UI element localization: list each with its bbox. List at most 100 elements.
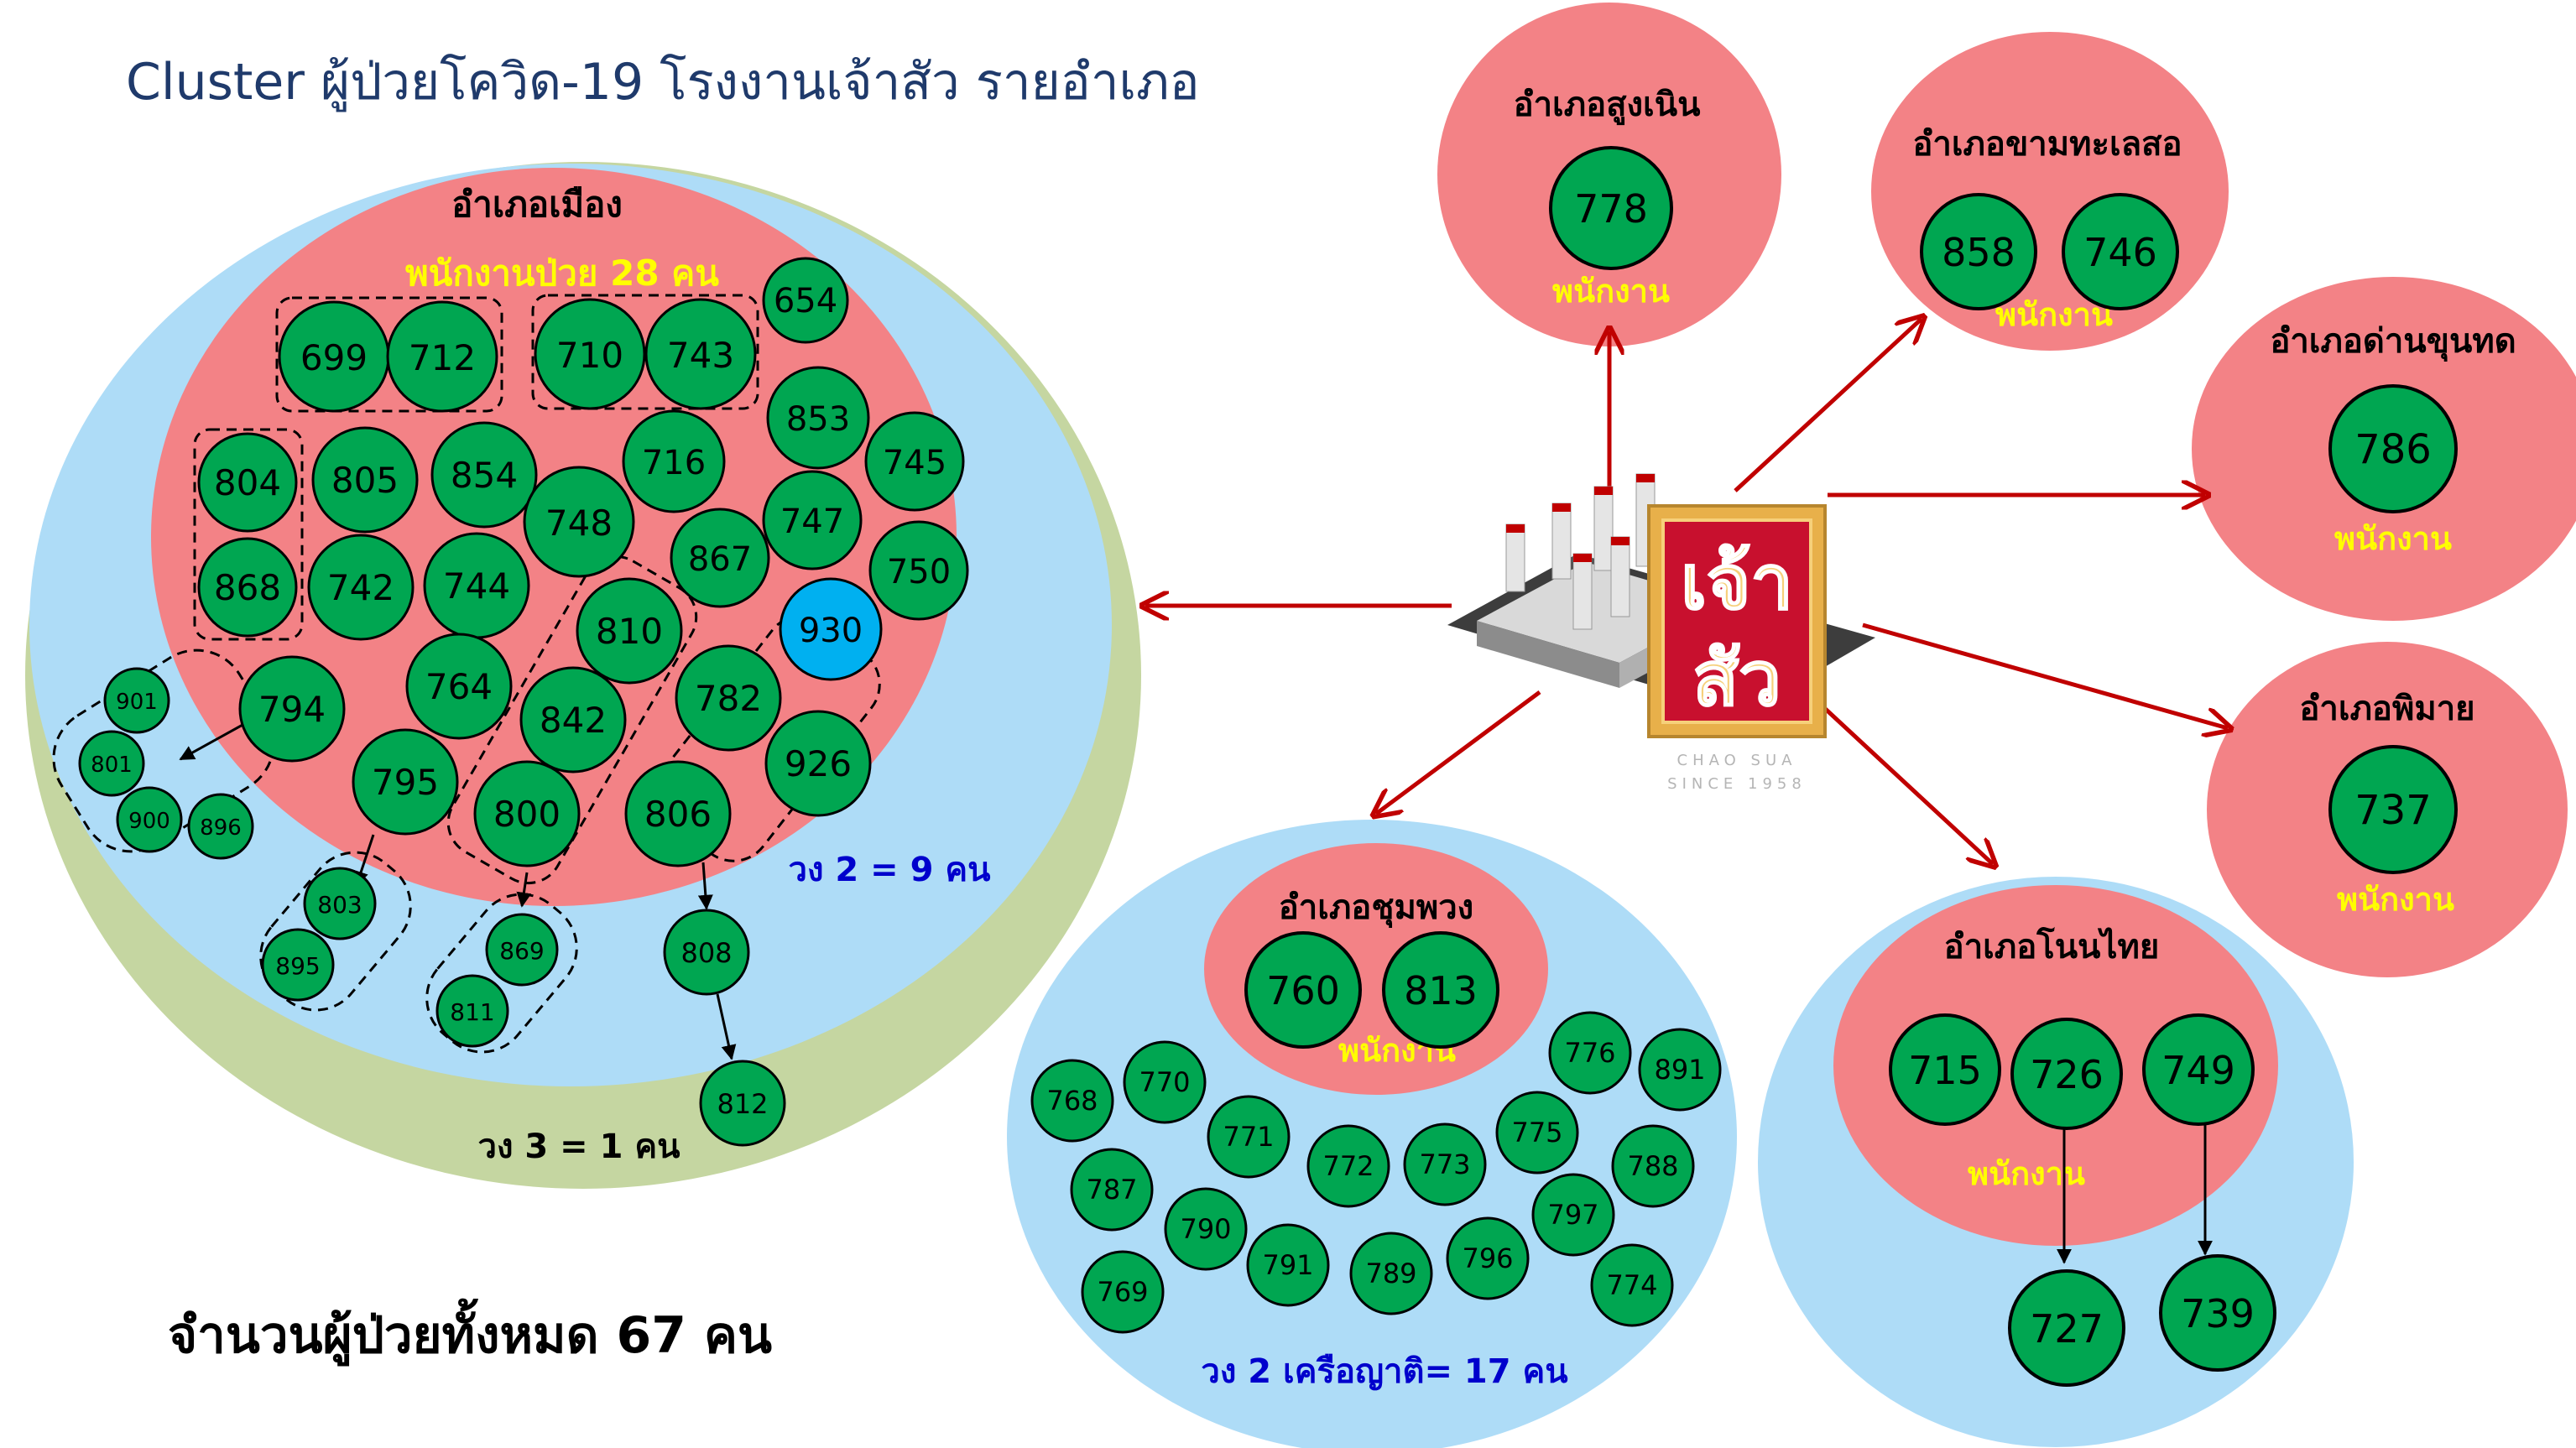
patient-node-776 (1548, 1011, 1632, 1095)
patient-node-896 (187, 793, 254, 860)
patient-label-726: 726 (2030, 1052, 2104, 1097)
patient-label-900: 900 (128, 809, 170, 834)
patient-node-926 (764, 710, 872, 817)
nonthai-district-label: อำเภอโนนไทย (1944, 927, 2160, 966)
patient-node-782 (675, 644, 782, 752)
patient-label-797: 797 (1547, 1199, 1598, 1231)
patient-node-745 (864, 411, 965, 512)
patient-label-891: 891 (1654, 1054, 1705, 1086)
patient-node-868 (197, 537, 298, 638)
patient-node-742 (307, 534, 415, 641)
patient-node-812 (699, 1060, 786, 1147)
patient-label-774: 774 (1606, 1269, 1657, 1301)
sungnoen-district-label: อำเภอสูงเนิน (1514, 86, 1701, 125)
patient-node-791 (1246, 1223, 1330, 1307)
patient-label-795: 795 (372, 762, 439, 803)
logo-thai-text-1: เจ้า (1681, 539, 1793, 627)
patient-label-868: 868 (214, 567, 281, 608)
patient-node-768 (1030, 1059, 1114, 1143)
patient-label-764: 764 (425, 666, 493, 707)
patient-label-769: 769 (1097, 1276, 1148, 1308)
patient-label-869: 869 (499, 937, 544, 965)
patient-label-712: 712 (409, 337, 476, 378)
patient-label-806: 806 (644, 794, 712, 835)
patient-node-789 (1349, 1232, 1433, 1315)
patient-node-901 (103, 667, 170, 734)
patient-node-804 (197, 432, 298, 533)
phimai-district-label: อำเภอพิมาย (2299, 690, 2474, 728)
patient-label-745: 745 (883, 444, 946, 482)
patient-node-842 (519, 666, 627, 773)
patient-label-796: 796 (1462, 1242, 1513, 1274)
patient-node-727 (2008, 1269, 2125, 1387)
patient-label-813: 813 (1404, 968, 1478, 1013)
pair-group-804-868 (193, 428, 304, 641)
patient-node-770 (1123, 1040, 1207, 1124)
patient-label-743: 743 (667, 335, 734, 376)
patient-node-715 (1889, 1013, 2001, 1126)
patient-node-854 (430, 421, 538, 529)
patient-label-811: 811 (450, 998, 494, 1026)
patient-label-808: 808 (681, 937, 732, 969)
patient-label-858: 858 (1942, 230, 2015, 275)
patient-node-746 (2062, 193, 2179, 310)
patient-node-808 (663, 909, 750, 996)
patient-node-737 (2328, 745, 2458, 874)
patient-label-654: 654 (774, 282, 837, 320)
page-title: Cluster ผู้ป่วยโควิด-19 โรงงานเจ้าสัว รา… (126, 53, 1200, 112)
nonthai-employee-label: พนักงาน (1968, 1155, 2085, 1192)
patient-label-746: 746 (2083, 230, 2157, 275)
patient-label-787: 787 (1086, 1174, 1137, 1206)
patient-node-773 (1403, 1122, 1487, 1206)
patient-label-782: 782 (695, 678, 762, 719)
arrow-806-to-808 (697, 862, 713, 910)
patient-node-801 (78, 730, 145, 797)
patient-node-726 (2010, 1018, 2123, 1130)
patient-label-926: 926 (785, 743, 852, 784)
patient-label-775: 775 (1511, 1117, 1562, 1149)
patient-node-811 (435, 974, 509, 1048)
patient-label-770: 770 (1139, 1066, 1190, 1098)
patient-label-812: 812 (717, 1088, 768, 1120)
patient-node-810 (576, 577, 683, 685)
patient-label-901: 901 (116, 690, 158, 715)
patient-label-750: 750 (887, 553, 951, 591)
patient-node-853 (766, 366, 870, 470)
patient-label-788: 788 (1627, 1150, 1678, 1182)
patient-label-842: 842 (540, 700, 607, 741)
dan-khun-thot-employee-label: พนักงาน (2334, 520, 2452, 557)
patient-node-739 (2159, 1254, 2276, 1372)
patient-label-800: 800 (493, 794, 561, 835)
patient-label-854: 854 (451, 455, 518, 496)
arrow-factory-to-kham-thale-so (1734, 319, 1922, 492)
patient-node-895 (261, 928, 335, 1002)
patient-node-778 (1549, 146, 1673, 270)
patient-label-790: 790 (1180, 1213, 1231, 1245)
ring3-group-869 (425, 893, 578, 1054)
patient-node-795 (352, 728, 459, 836)
patient-label-771: 771 (1223, 1121, 1274, 1153)
kham-thale-so-group: อำเภอขามทะเลสอ พนักงาน (1871, 32, 2229, 351)
chumphuang-district-label: อำเภอชุมพวง (1279, 888, 1473, 929)
muang-employee-count-label: พนักงานป่วย 28 คน (405, 253, 719, 294)
patient-node-803 (303, 867, 377, 940)
patient-node-716 (622, 409, 726, 513)
muang-district-label: อำเภอเมือง (451, 184, 623, 225)
patient-label-710: 710 (556, 335, 623, 376)
patient-label-786: 786 (2354, 426, 2432, 473)
patient-node-869 (485, 913, 559, 987)
patient-label-853: 853 (786, 400, 850, 439)
patient-label-749: 749 (2161, 1048, 2235, 1093)
patient-label-744: 744 (443, 565, 510, 607)
patient-label-742: 742 (327, 567, 394, 608)
patient-node-654 (762, 257, 849, 344)
arrow-factory-to-phimai (1862, 622, 2228, 728)
patient-node-806 (624, 760, 732, 867)
patient-node-794 (238, 655, 346, 763)
patient-node-747 (762, 470, 863, 570)
pair-group-710-743 (531, 294, 759, 410)
patient-node-786 (2328, 384, 2458, 513)
dan-khun-thot-district-label: อำเภอด่านขุนทด (2270, 322, 2516, 362)
arrow-800-to-869 (516, 872, 532, 908)
patient-node-750 (868, 520, 969, 621)
